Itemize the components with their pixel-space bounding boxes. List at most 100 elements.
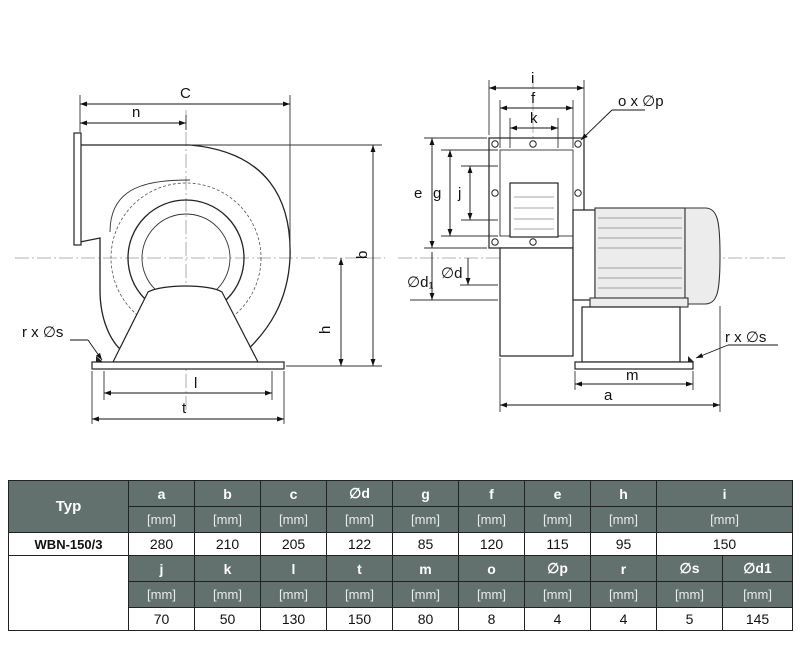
typ-header: Typ — [8, 480, 129, 533]
specification-table: Typ a b c ∅d g f e h i [mm] [mm] [mm] [m… — [8, 480, 794, 631]
dim-label-e: e — [414, 185, 422, 202]
unit-cell: [mm] — [392, 581, 459, 608]
value-b: 210 — [194, 532, 261, 556]
dim-label-d1: ∅d₁ — [407, 274, 433, 291]
dim-label-h: h — [317, 326, 334, 334]
unit-cell: [mm] — [128, 581, 195, 608]
motor-end-cap — [684, 207, 721, 305]
dim-label-d: ∅d — [441, 265, 462, 282]
dim-label-b: b — [354, 251, 371, 259]
col-header-m: m — [392, 555, 459, 582]
scroll-housing — [79, 144, 291, 356]
col-header-a: a — [128, 480, 195, 507]
flange-hole — [529, 140, 537, 148]
outlet-flange — [73, 132, 82, 246]
unit-cell: [mm] — [194, 506, 261, 533]
dim-label-i: i — [531, 70, 534, 87]
dim-label-n: n — [132, 104, 140, 121]
flange-hole — [574, 189, 582, 197]
value-i: 150 — [655, 532, 794, 556]
unit-cell: [mm] — [524, 581, 591, 608]
label-o-x-p: o x ∅p — [618, 93, 664, 110]
label-r-x-s-side: r x ∅s — [725, 329, 766, 346]
col-header-k: k — [194, 555, 261, 582]
unit-cell: [mm] — [655, 506, 794, 533]
unit-cell: [mm] — [194, 581, 261, 608]
side-dimensions: i f k o x ∅p e g j ∅d₁ ∅d r x ∅s — [407, 70, 778, 412]
unit-cell: [mm] — [590, 506, 657, 533]
value-j: 70 — [128, 607, 195, 631]
value-d: 122 — [326, 532, 393, 556]
col-header-p: ∅p — [524, 555, 591, 582]
value-g: 85 — [392, 532, 459, 556]
unit-cell: [mm] — [326, 506, 393, 533]
unit-cell: [mm] — [128, 506, 195, 533]
flange-hole — [574, 140, 582, 148]
col-header-g: g — [392, 480, 459, 507]
col-header-d1: ∅d1 — [721, 555, 794, 582]
flange-hole — [491, 189, 499, 197]
dim-label-l: l — [194, 375, 197, 392]
dim-label-f: f — [531, 90, 536, 107]
col-header-j: j — [128, 555, 195, 582]
value-t: 150 — [326, 607, 393, 631]
technical-drawing: C n b h l t r x ∅s — [15, 70, 785, 424]
motor-body — [594, 207, 686, 305]
unit-cell: [mm] — [656, 581, 723, 608]
unit-cell: [mm] — [260, 506, 327, 533]
col-header-f: f — [458, 480, 525, 507]
model-blank-cell — [8, 555, 129, 631]
front-dimensions: C n b h l t r x ∅s — [22, 85, 382, 424]
motor-foot — [589, 297, 689, 308]
col-header-o: o — [458, 555, 525, 582]
col-header-l: l — [260, 555, 327, 582]
unit-cell: [mm] — [392, 506, 459, 533]
col-header-e: e — [524, 480, 591, 507]
dim-label-j: j — [457, 185, 461, 202]
value-l: 130 — [260, 607, 327, 631]
side-housing — [499, 247, 574, 357]
col-header-d: ∅d — [326, 480, 393, 507]
value-c: 205 — [260, 532, 327, 556]
value-k: 50 — [194, 607, 261, 631]
unit-cell: [mm] — [260, 581, 327, 608]
pedestal — [112, 285, 259, 363]
dim-label-a: a — [604, 387, 613, 404]
flange-hole — [529, 238, 537, 246]
unit-cell: [mm] — [721, 581, 794, 608]
value-r: 4 — [590, 607, 657, 631]
front-view — [15, 110, 385, 410]
value-h: 95 — [590, 532, 657, 556]
flange-hole — [491, 140, 499, 148]
value-d1: 145 — [721, 607, 794, 631]
unit-cell: [mm] — [458, 581, 525, 608]
col-header-s: ∅s — [656, 555, 723, 582]
col-header-r: r — [590, 555, 657, 582]
dim-label-g: g — [433, 185, 441, 202]
flange-hole — [491, 238, 499, 246]
unit-cell: [mm] — [524, 506, 591, 533]
value-s: 5 — [656, 607, 723, 631]
col-header-c: c — [260, 480, 327, 507]
value-o: 8 — [458, 607, 525, 631]
value-p: 4 — [524, 607, 591, 631]
base-plate — [91, 361, 285, 370]
label-r-x-s-front: r x ∅s — [22, 324, 63, 341]
dim-label-t: t — [182, 400, 187, 417]
unit-cell: [mm] — [326, 581, 393, 608]
side-view — [398, 75, 785, 370]
col-header-h: h — [590, 480, 657, 507]
side-support — [581, 306, 681, 363]
col-header-i: i — [655, 480, 794, 507]
model-name: WBN-150/3 — [8, 532, 129, 556]
unit-cell: [mm] — [590, 581, 657, 608]
value-a: 280 — [128, 532, 195, 556]
dim-label-C: C — [180, 85, 191, 102]
value-m: 80 — [392, 607, 459, 631]
unit-cell: [mm] — [458, 506, 525, 533]
col-header-b: b — [194, 480, 261, 507]
value-f: 120 — [458, 532, 525, 556]
side-base-plate — [574, 361, 694, 370]
dim-label-k: k — [530, 110, 538, 127]
value-e: 115 — [524, 532, 591, 556]
